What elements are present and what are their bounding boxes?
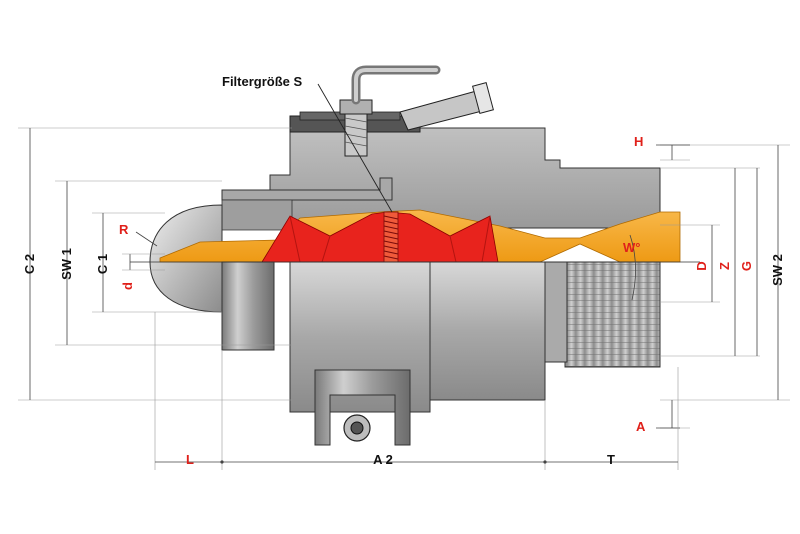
dimension-labels: Filtergröße S C 2 SW 1 C 1 R d H D Z G S…: [22, 74, 785, 467]
label-g: G: [739, 261, 754, 271]
label-t: T: [607, 452, 615, 467]
label-w: W°: [623, 240, 640, 255]
label-z: Z: [717, 262, 732, 270]
housing-section: [221, 111, 661, 231]
label-c2: C 2: [22, 254, 37, 274]
label-l: L: [186, 452, 194, 467]
top-fittings: [339, 65, 494, 157]
label-d: D: [694, 261, 709, 270]
filter-element: [261, 211, 499, 263]
label-sw2: SW 2: [770, 254, 785, 286]
filter-callout-leader: [317, 83, 393, 213]
label-sw1: SW 1: [59, 248, 74, 280]
lower-exterior: [221, 261, 661, 446]
label-d-small: d: [120, 282, 135, 290]
label-a: A: [636, 419, 646, 434]
label-c1: C 1: [95, 254, 110, 274]
filter-size-label: Filtergröße S: [222, 74, 303, 89]
label-h: H: [634, 134, 643, 149]
filter-spring: [383, 211, 399, 263]
label-a2: A 2: [373, 452, 393, 467]
dimension-lines: [18, 127, 790, 470]
label-r: R: [119, 222, 129, 237]
